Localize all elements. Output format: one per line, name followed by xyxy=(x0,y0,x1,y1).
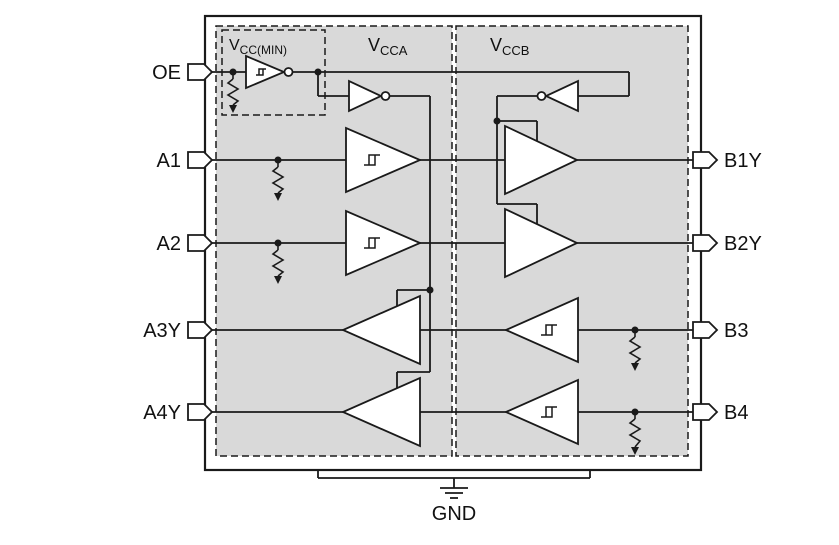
pulldown-resistor-a2 xyxy=(271,243,285,284)
pin-label-a3y: A3Y xyxy=(143,320,181,342)
vcc-min-label: VCC(MIN) xyxy=(229,37,287,57)
inverter-bubble xyxy=(536,91,547,101)
pin-oe xyxy=(187,63,214,81)
pin-label-oe: OE xyxy=(152,62,181,84)
channel1-schmitt-buffer xyxy=(345,126,423,194)
pin-connectors-left xyxy=(187,63,214,421)
pulldown-resistor-b4 xyxy=(628,412,642,455)
pin-label-a1: A1 xyxy=(157,150,181,172)
pin-a2 xyxy=(187,234,214,252)
pin-b4 xyxy=(692,403,719,421)
oe-schmitt-inverter xyxy=(245,54,294,90)
pin-connectors-right xyxy=(692,151,719,421)
channel4-output-buffer xyxy=(340,376,421,448)
junction-dots xyxy=(229,68,639,416)
pin-a1 xyxy=(187,151,214,169)
pulldown-resistor-b3 xyxy=(628,330,642,371)
channel1-output-buffer xyxy=(504,124,580,196)
pin-label-a4y: A4Y xyxy=(143,402,181,424)
pin-label-b4: B4 xyxy=(724,402,748,424)
pin-b1y xyxy=(692,151,719,169)
pin-label-b3: B3 xyxy=(724,320,748,342)
inverter-bubble xyxy=(380,91,391,101)
pin-a4y xyxy=(187,403,214,421)
channel4-schmitt-buffer xyxy=(503,378,579,446)
pin-labels-left: OE A1 A2 A3Y A4Y xyxy=(143,62,181,424)
pin-b3 xyxy=(692,321,719,339)
channel2-schmitt-buffer xyxy=(345,209,423,277)
pulldown-resistor-a1 xyxy=(271,160,285,201)
gnd-label: GND xyxy=(432,503,476,525)
ground-symbol: GND xyxy=(317,470,591,525)
pin-label-a2: A2 xyxy=(157,233,181,255)
pin-b2y xyxy=(692,234,719,252)
pin-label-b2y: B2Y xyxy=(724,233,762,255)
pulldown-resistor-oe xyxy=(226,72,240,113)
vccb-label: VCCB xyxy=(490,35,529,58)
pin-label-b1y: B1Y xyxy=(724,150,762,172)
enable-inverter-b xyxy=(536,79,579,113)
vcca-label: VCCA xyxy=(368,35,408,58)
pin-a3y xyxy=(187,321,214,339)
pin-labels-right: B1Y B2Y B3 B4 xyxy=(724,150,762,424)
inverter-bubble xyxy=(283,67,294,77)
channel2-output-buffer xyxy=(504,207,580,279)
channel3-output-buffer xyxy=(340,294,421,366)
channel3-schmitt-buffer xyxy=(503,296,579,364)
enable-inverter-a xyxy=(348,79,391,113)
